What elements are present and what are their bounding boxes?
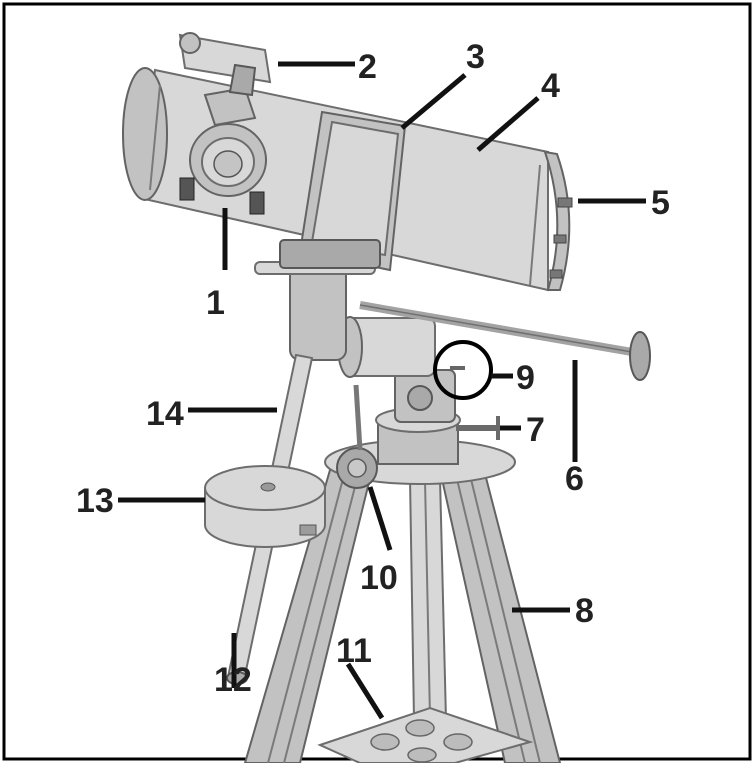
callout-3: 3 — [466, 38, 485, 76]
tube-ring — [279, 110, 407, 272]
leader-3 — [400, 73, 467, 130]
callout-1: 1 — [206, 284, 225, 322]
callout-7: 7 — [526, 411, 545, 449]
callout-4: 4 — [541, 67, 560, 105]
equatorial-mount — [254, 249, 651, 451]
highlight-circle — [433, 340, 493, 400]
callout-13: 13 — [76, 482, 114, 520]
callout-5: 5 — [651, 184, 670, 222]
callout-12: 12 — [214, 661, 252, 699]
callout-10: 10 — [360, 559, 398, 597]
leader-11 — [345, 662, 385, 720]
callout-14: 14 — [146, 395, 184, 433]
callout-11: 11 — [336, 632, 372, 670]
accessory-tray — [317, 706, 534, 764]
callout-8: 8 — [575, 592, 594, 630]
leader-4 — [476, 96, 540, 152]
callout-2: 2 — [358, 48, 377, 86]
eyepiece-focuser — [179, 123, 267, 215]
leader-10 — [367, 486, 393, 551]
callout-9: 9 — [516, 359, 535, 397]
callout-6: 6 — [565, 460, 584, 498]
finder-scope — [178, 32, 272, 127]
callout-labels: 1 2 3 4 5 6 7 8 9 10 11 12 13 14 — [76, 38, 670, 699]
leader-lines — [118, 61, 646, 720]
counterweight — [204, 465, 326, 548]
